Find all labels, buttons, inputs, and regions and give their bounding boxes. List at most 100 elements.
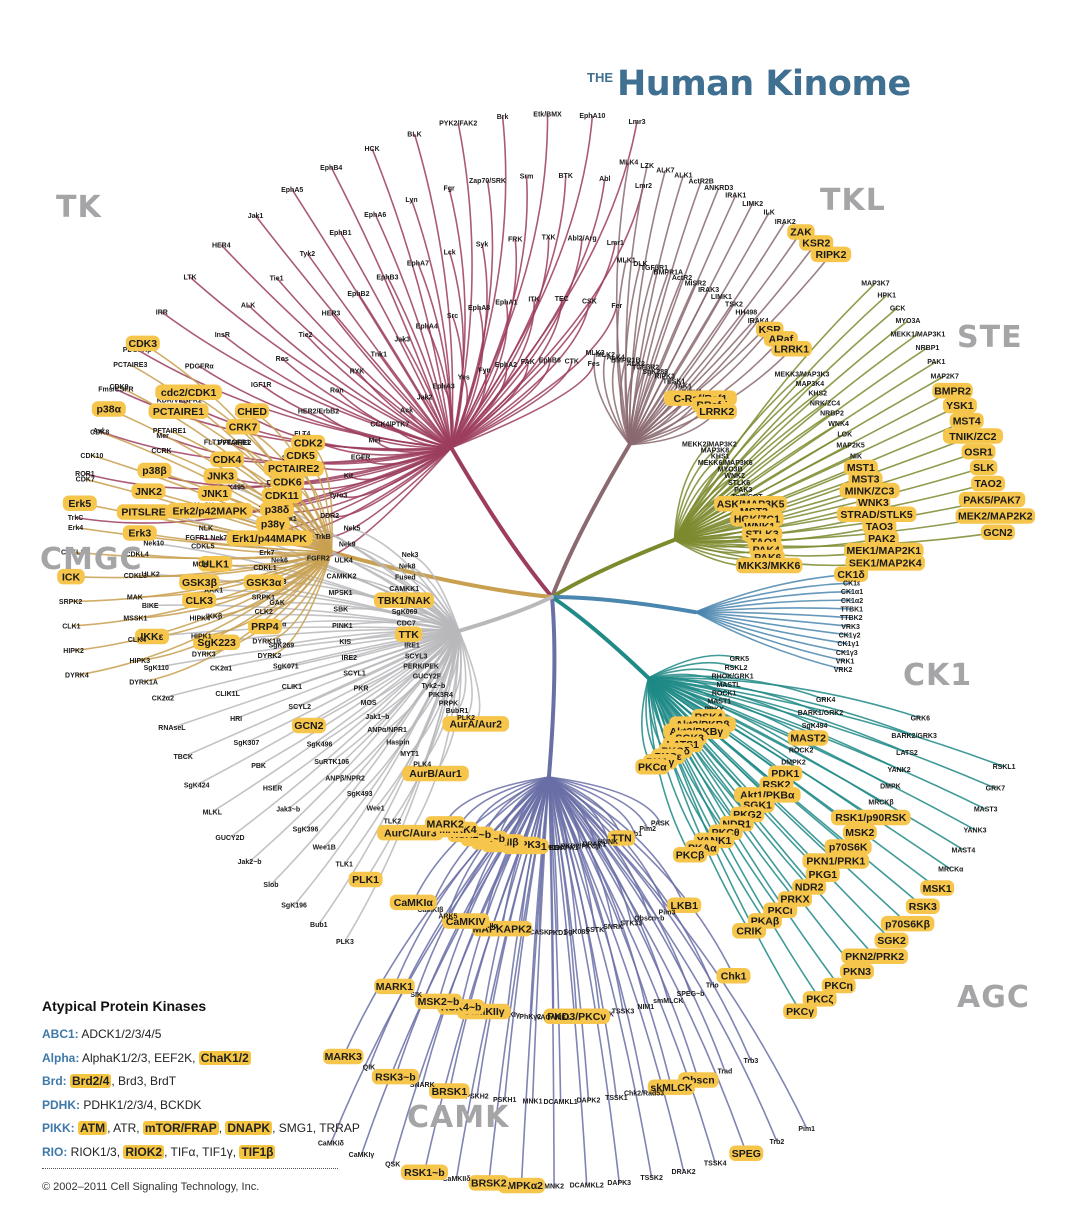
kinase-label-highlighted: MST3: [851, 474, 879, 486]
kinase-label: Tyk2~b: [421, 683, 445, 690]
highlight-pill: [635, 759, 670, 775]
kinase-label-highlighted: JNK2: [135, 486, 162, 498]
kinase-label: SgK493: [347, 791, 373, 798]
kinase-label: Etk/BMX: [533, 111, 562, 118]
kinase-branch: [224, 511, 460, 632]
kinase-branch: [647, 677, 750, 932]
kinase-branch: [450, 116, 507, 449]
kinase-label: EphA7: [407, 260, 429, 267]
kinase-branch: [694, 611, 849, 645]
kinase-label: KIS: [339, 639, 351, 646]
kinase-branch: [450, 122, 473, 448]
highlight-pill: [647, 1079, 695, 1095]
highlight-pill: [905, 898, 940, 914]
kinase-branch: [647, 677, 810, 888]
kinase-branch: [629, 303, 735, 446]
kinase-label: HER2/ErbB2: [298, 409, 339, 416]
kinase-label: SgK307: [234, 740, 260, 747]
kinase-label: GRK7: [986, 786, 1006, 793]
kinase-label: MYO3B: [718, 466, 743, 473]
kinase-branch: [628, 371, 656, 445]
kinase-label: MEKK3/MAP3K3: [775, 371, 830, 378]
kinase-label: Jak3~b: [276, 807, 300, 814]
kinase-label: Yes: [458, 375, 470, 382]
kinase-label-highlighted: ICK: [62, 571, 81, 583]
kinase-label: MAP2K5: [836, 443, 865, 450]
kinase-branch: [674, 466, 984, 541]
kinase-branch: [450, 242, 617, 449]
kinase-label: CDK10: [80, 453, 103, 460]
kinase-label: ALK1: [674, 173, 692, 180]
kinase-label: MAP3K4: [796, 381, 825, 388]
kinase-branch: [674, 482, 989, 541]
kinase-label: PERK/PEK: [403, 664, 439, 671]
kinase-label-highlighted: PCTAIRE2: [268, 463, 319, 475]
kinase-label: Abl2/Arg: [568, 236, 597, 243]
kinase-label-highlighted: SLK: [973, 462, 994, 474]
kinase-label-highlighted: MKK3/MKK6: [738, 560, 801, 572]
kinase-label: STK33: [620, 920, 642, 927]
kinase-branch: [260, 384, 452, 449]
kinase-branch: [673, 461, 726, 541]
highlight-pill: [920, 880, 955, 896]
kinase-label: ALK4: [607, 355, 625, 362]
kinase-label: LOK: [837, 432, 852, 439]
kinase-branch: [199, 551, 333, 620]
kinase-branch: [359, 630, 460, 795]
highlight-pill: [116, 504, 171, 520]
kinase-label: LIMK2: [742, 201, 763, 208]
highlight-pill: [198, 556, 233, 572]
kinase-label: PYK2/FAK2: [439, 121, 477, 128]
kinase-label-highlighted: MARK1: [376, 981, 413, 993]
kinase-label: Lmr1: [607, 240, 624, 247]
kinase-label: Jak2: [417, 395, 433, 402]
kinase-label-highlighted: p38δ: [265, 504, 289, 516]
kinase-label: MAP2K7: [930, 374, 959, 381]
kinase-branch: [79, 502, 332, 553]
kinase-branch: [648, 677, 921, 719]
kinase-label: Zap70/SRK: [469, 178, 506, 185]
kinase-branch: [674, 404, 961, 541]
legend-row: PIKK: ATM, ATR, mTOR/FRAP, DNAPK, SMG1, …: [42, 1118, 360, 1142]
kinase-branch: [397, 630, 460, 743]
kinase-branch: [647, 677, 796, 900]
highlight-pill: [263, 460, 324, 477]
kinase-label: QIK: [363, 1065, 375, 1072]
kinase-branch: [548, 776, 692, 994]
kinase-label: Haspin: [386, 739, 409, 746]
kinase-label: RNAseL: [158, 725, 186, 732]
kinase-label-highlighted: CRIK: [736, 925, 762, 937]
kinase-label: Obscn~b: [634, 915, 664, 922]
kinase-branch: [695, 611, 850, 636]
kinase-label: TBCK: [173, 754, 192, 761]
kinase-branch: [648, 677, 908, 754]
kinase-label: Nek5: [344, 526, 361, 533]
kinase-label: PRPK: [439, 700, 458, 707]
kinase-branch: [451, 363, 595, 449]
kinase-label-highlighted: PCTAIRE1: [153, 406, 204, 418]
kinase-label: ULK2: [142, 572, 160, 579]
kinase-label: MLK4: [619, 159, 638, 166]
highlight-pill: [414, 993, 462, 1010]
kinase-branch: [220, 630, 460, 669]
kinase-label: BIKE: [142, 603, 159, 610]
kinase-branch: [673, 481, 740, 541]
kinase-branch: [694, 611, 846, 662]
kinase-label: QSK: [385, 1162, 400, 1169]
kinase-branch: [673, 361, 937, 541]
highlight-pill: [543, 1008, 610, 1024]
kinase-label: Src: [447, 313, 458, 320]
kinase-branch: [291, 189, 452, 449]
kinase-label: TGFβR1: [641, 265, 668, 272]
kinase-branch: [548, 776, 808, 1129]
kinase-label: MSSK1: [123, 616, 147, 623]
kinase-branch: [628, 194, 737, 445]
kinase-branch: [548, 776, 624, 1012]
kinase-label: Lmr3: [628, 119, 645, 126]
kinase-label: CTK: [565, 358, 579, 365]
highlight-pill: [862, 518, 897, 534]
kinase-label: WNK2: [724, 473, 745, 480]
kinase-label: PAK3: [734, 487, 752, 494]
kinase-label: DYRK4: [65, 673, 89, 680]
